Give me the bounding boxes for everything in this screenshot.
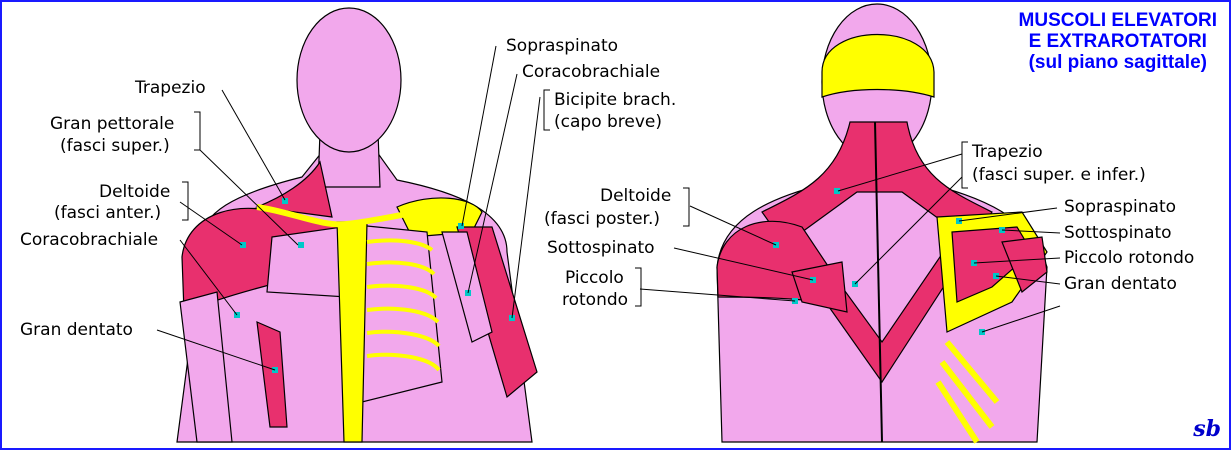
back-figure bbox=[717, 4, 1047, 442]
label-front-deltoide-1: Deltoide bbox=[99, 182, 170, 202]
label-back-deltoide-2: (fasci poster.) bbox=[544, 209, 660, 229]
label-back-piccolo-rotondo-1: Piccolo bbox=[565, 268, 624, 288]
label-front-coracobrachiale-right: Coracobrachiale bbox=[522, 62, 660, 82]
title-line-2: E EXTRAROTATORI bbox=[1019, 31, 1217, 52]
title-line-3: (sul piano sagittale) bbox=[1019, 52, 1217, 73]
label-front-bicipite-1: Bicipite brach. bbox=[554, 90, 676, 110]
front-left-pectoral bbox=[267, 227, 347, 297]
diagram-title: MUSCOLI ELEVATORI E EXTRAROTATORI (sul p… bbox=[1019, 10, 1217, 73]
label-front-trapezio: Trapezio bbox=[135, 78, 206, 98]
label-back-gran-dentato: Gran dentato bbox=[1064, 274, 1177, 294]
label-front-gran-dentato: Gran dentato bbox=[20, 320, 133, 340]
label-back-sottospinato-right: Sottospinato bbox=[1064, 223, 1172, 243]
title-line-1: MUSCOLI ELEVATORI bbox=[1019, 10, 1217, 31]
label-front-coracobrachiale-left: Coracobrachiale bbox=[20, 230, 158, 250]
label-back-piccolo-rotondo-right: Piccolo rotondo bbox=[1064, 248, 1194, 268]
label-front-gran-pettorale-1: Gran pettorale bbox=[50, 114, 174, 134]
label-back-deltoide-1: Deltoide bbox=[600, 186, 671, 206]
label-front-gran-pettorale-2: (fasci super.) bbox=[60, 136, 170, 156]
label-front-deltoide-2: (fasci anter.) bbox=[54, 203, 161, 223]
front-head bbox=[297, 8, 401, 152]
author-signature: sb bbox=[1193, 416, 1221, 442]
label-front-bicipite-2: (capo breve) bbox=[554, 112, 662, 132]
label-back-trapezio-1: Trapezio bbox=[972, 142, 1043, 162]
label-back-sottospinato-left: Sottospinato bbox=[547, 238, 655, 258]
label-front-sopraspinato: Sopraspinato bbox=[506, 36, 618, 56]
label-back-trapezio-2: (fasci super. e infer.) bbox=[972, 165, 1146, 185]
label-back-piccolo-rotondo-2: rotondo bbox=[562, 290, 628, 310]
label-back-sopraspinato: Sopraspinato bbox=[1064, 197, 1176, 217]
